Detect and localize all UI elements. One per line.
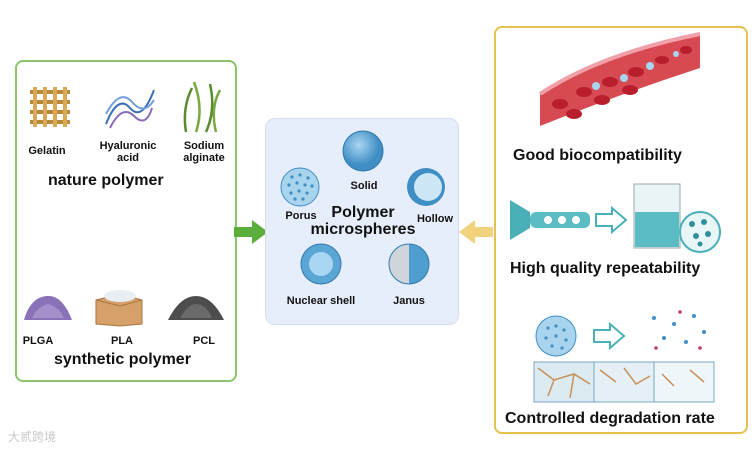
- degradation-icon: [533, 310, 715, 403]
- janus-label: Janus: [393, 295, 425, 307]
- plga-powder-icon: [24, 295, 72, 320]
- hollow-label: Hollow: [416, 213, 454, 225]
- nuclear-shell-label: Nuclear shell: [286, 295, 356, 307]
- sodium-alginate-icon: [183, 81, 222, 133]
- nature-polymer-heading: nature polymer: [48, 172, 164, 189]
- pcl-label: PCL: [193, 335, 215, 347]
- synthetic-polymer-heading: synthetic polymer: [54, 351, 191, 368]
- janus-sphere-icon: [388, 243, 430, 285]
- nuclear-shell-sphere-icon: [300, 243, 342, 285]
- solid-sphere-icon: [342, 130, 384, 172]
- gelatin-label: Gelatin: [28, 145, 66, 157]
- pcl-powder-icon: [168, 296, 224, 320]
- good-biocompatibility-label: Good biocompatibility: [513, 147, 682, 164]
- polymer-microspheres-title: Polymer microspheres: [310, 204, 416, 238]
- gelatin-icon: [30, 87, 70, 127]
- high-quality-repeatability-label: High quality repeatability: [510, 260, 701, 277]
- production-repeatability-icon: [510, 183, 721, 253]
- green-arrow-icon: [234, 220, 268, 244]
- blood-vessel-icon: [538, 32, 701, 126]
- hyaluronic-acid-label: Hyaluronic acid: [99, 140, 157, 164]
- controlled-degradation-rate-label: Controlled degradation rate: [505, 410, 715, 427]
- sodium-alginate-label: Sodium alginate: [183, 140, 225, 164]
- yellow-arrow-icon: [459, 220, 493, 244]
- porus-sphere-icon: [280, 167, 320, 207]
- hyaluronic-acid-icon: [105, 89, 155, 129]
- porus-label: Porus: [285, 210, 317, 222]
- solid-label: Solid: [350, 180, 378, 192]
- plga-label: PLGA: [22, 335, 54, 347]
- pla-box-icon: [95, 290, 143, 327]
- watermark: 大贰跨境: [8, 430, 57, 444]
- hollow-sphere-icon: [407, 168, 445, 206]
- pla-label: PLA: [111, 335, 133, 347]
